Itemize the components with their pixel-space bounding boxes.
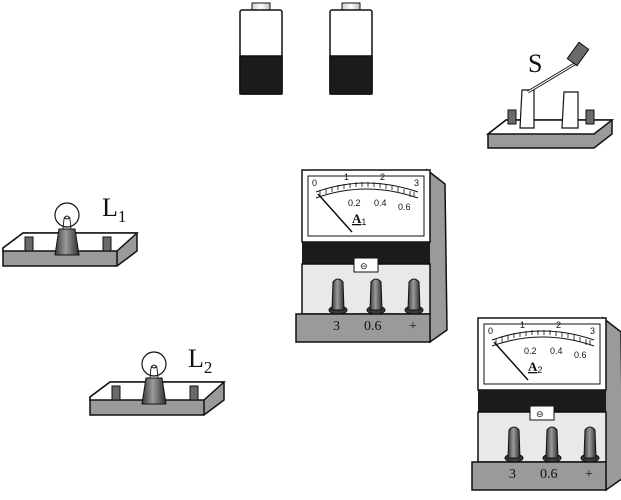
bulb-l1-label: L1 [102,193,126,226]
bulb-l1-label-main: L [102,193,118,222]
ammeter-a1-zero-knob: ⊖ [360,261,368,271]
bulb-l2-label-sub: 2 [204,358,213,377]
battery-right [329,2,373,95]
ammeter-a2: 0 1 2 3 0.2 0.4 0.6 A2 ⊖ 3 0.6 + [471,317,621,491]
switch-label: S [528,49,542,78]
knife-switch [485,41,615,149]
bulb-l2-label: L2 [188,344,212,377]
ammeter-a2-name: A2 [528,359,542,375]
ammeter-a2-scale-6: 0.6 [574,350,587,360]
ammeter-a1-scale-0: 0 [312,178,317,188]
ammeter-a1-scale-4: 0.2 [348,198,361,208]
ammeter-a2-scale-1: 1 [520,320,525,330]
ammeter-a2-name-main: A [528,359,538,374]
ammeter-a1-name-sub: 1 [361,217,366,227]
ammeter-a1: 0 1 2 3 0.2 0.4 0.6 A1 ⊖ 3 0.6 + [295,169,448,343]
ammeter-a2-zero-knob: ⊖ [536,409,544,419]
ammeter-a1-scale-6: 0.6 [398,202,411,212]
ammeter-a1-scale-3: 3 [414,178,419,188]
ammeter-a1-terminal-06: 0.6 [364,319,382,334]
ammeter-a1-terminal-3: 3 [333,319,340,334]
ammeter-a2-name-sub: 2 [537,365,542,375]
battery-left [239,2,283,95]
ammeter-a1-scale-2: 2 [380,172,385,182]
ammeter-a2-scale-0: 0 [488,326,493,336]
ammeter-a1-scale-5: 0.4 [374,198,387,208]
bulb-l2-label-main: L [188,344,204,373]
ammeter-a1-terminal-plus: + [409,319,417,334]
ammeter-a1-scale-1: 1 [344,172,349,182]
ammeter-a2-scale-5: 0.4 [550,346,563,356]
ammeter-a2-scale-4: 0.2 [524,346,537,356]
ammeter-a2-terminal-06: 0.6 [540,467,558,482]
ammeter-a1-name: A1 [352,211,366,227]
bulb-l1-label-sub: 1 [118,207,127,226]
ammeter-a1-name-main: A [352,211,362,226]
ammeter-a2-terminal-plus: + [585,467,593,482]
ammeter-a2-terminal-3: 3 [509,467,516,482]
ammeter-a2-scale-3: 3 [590,326,595,336]
ammeter-a2-scale-2: 2 [556,320,561,330]
